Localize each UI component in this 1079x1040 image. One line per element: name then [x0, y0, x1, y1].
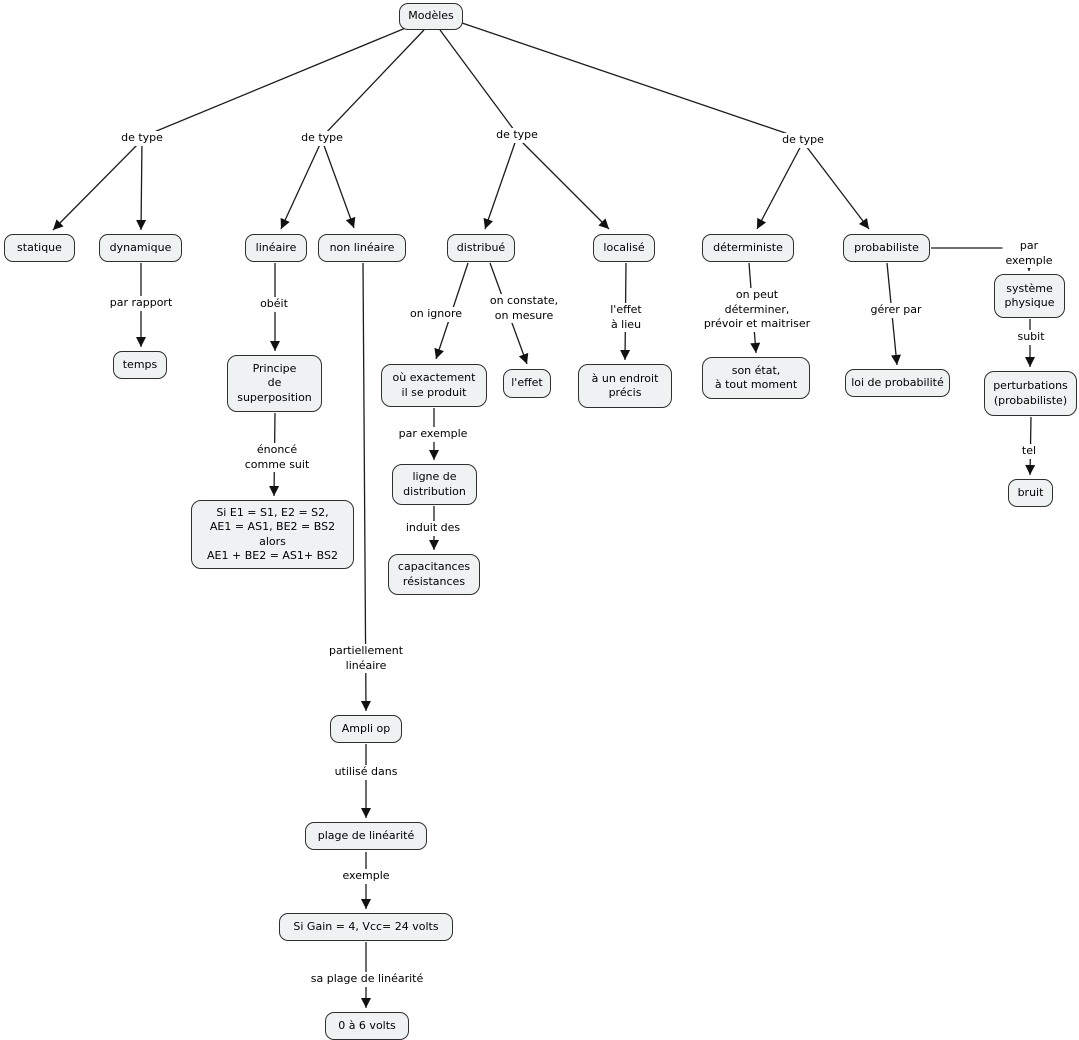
link-label-on-peut[interactable]: on peut déterminer, prévoir et maitriser [700, 288, 814, 332]
node-deterministe[interactable]: déterministe [702, 234, 794, 262]
node-localise[interactable]: localisé [593, 234, 655, 262]
link-label-on-ignore[interactable]: on ignore [407, 307, 465, 322]
node-ampli-op[interactable]: Ampli op [330, 715, 402, 743]
node-lineaire[interactable]: linéaire [245, 234, 307, 262]
node-formule-superposition[interactable]: Si E1 = S1, E2 = S2, AE1 = AS1, BE2 = BS… [191, 500, 354, 569]
link-label-induit-des[interactable]: induit des [402, 521, 464, 536]
link-label-on-constate[interactable]: on constate, on mesure [486, 294, 562, 324]
link-label-par-exemple-right[interactable]: par exemple [1002, 239, 1056, 269]
link-label-obeit[interactable]: obéit [257, 297, 291, 312]
link-label-sa-plage[interactable]: sa plage de linéarité [307, 972, 427, 987]
node-l-effet[interactable]: l'effet [503, 369, 551, 398]
link-label-par-exemple-mid[interactable]: par exemple [395, 427, 471, 442]
node-loi-de-probabilite[interactable]: loi de probabilité [845, 369, 950, 397]
node-bruit[interactable]: bruit [1008, 479, 1053, 507]
node-zero-a-6-volts[interactable]: 0 à 6 volts [325, 1012, 409, 1040]
node-statique[interactable]: statique [4, 234, 75, 262]
node-systeme-physique[interactable]: système physique [994, 274, 1065, 318]
node-probabiliste[interactable]: probabiliste [843, 234, 930, 262]
node-distribue[interactable]: distribué [447, 234, 515, 262]
link-label-partiellement-lineaire[interactable]: partiellement linéaire [325, 644, 407, 674]
link-label-de-type-1[interactable]: de type [118, 131, 166, 146]
link-label-exemple[interactable]: exemple [339, 869, 393, 884]
node-perturbations[interactable]: perturbations (probabiliste) [984, 371, 1077, 416]
node-ligne-de-distribution[interactable]: ligne de distribution [392, 464, 477, 505]
node-non-lineaire[interactable]: non linéaire [318, 234, 406, 262]
link-label-par-rapport[interactable]: par rapport [106, 296, 176, 311]
link-label-subit[interactable]: subit [1014, 330, 1048, 345]
node-principe-superposition[interactable]: Principe de superposition [227, 355, 322, 412]
link-label-de-type-2[interactable]: de type [298, 131, 346, 146]
link-label-l-effet-a-lieu[interactable]: l'effet à lieu [607, 303, 645, 333]
link-label-de-type-3[interactable]: de type [493, 128, 541, 143]
link-label-enonce-comme-suit[interactable]: énoncé comme suit [241, 443, 313, 473]
node-modeles[interactable]: Modèles [399, 3, 463, 30]
node-son-etat[interactable]: son état, à tout moment [702, 357, 810, 399]
link-label-tel[interactable]: tel [1018, 444, 1040, 459]
node-dynamique[interactable]: dynamique [99, 234, 182, 262]
node-si-gain[interactable]: Si Gain = 4, Vcc= 24 volts [279, 913, 453, 941]
link-label-de-type-4[interactable]: de type [779, 133, 827, 148]
node-temps[interactable]: temps [113, 351, 167, 379]
node-capacitances-resistances[interactable]: capacitances résistances [388, 554, 480, 595]
link-label-utilise-dans[interactable]: utilisé dans [331, 765, 401, 780]
node-ou-exactement[interactable]: où exactement il se produit [381, 364, 487, 407]
link-label-gerer-par[interactable]: gérer par [867, 303, 925, 318]
node-a-un-endroit-precis[interactable]: à un endroit précis [578, 364, 672, 408]
node-plage-de-linearite[interactable]: plage de linéarité [305, 822, 427, 850]
